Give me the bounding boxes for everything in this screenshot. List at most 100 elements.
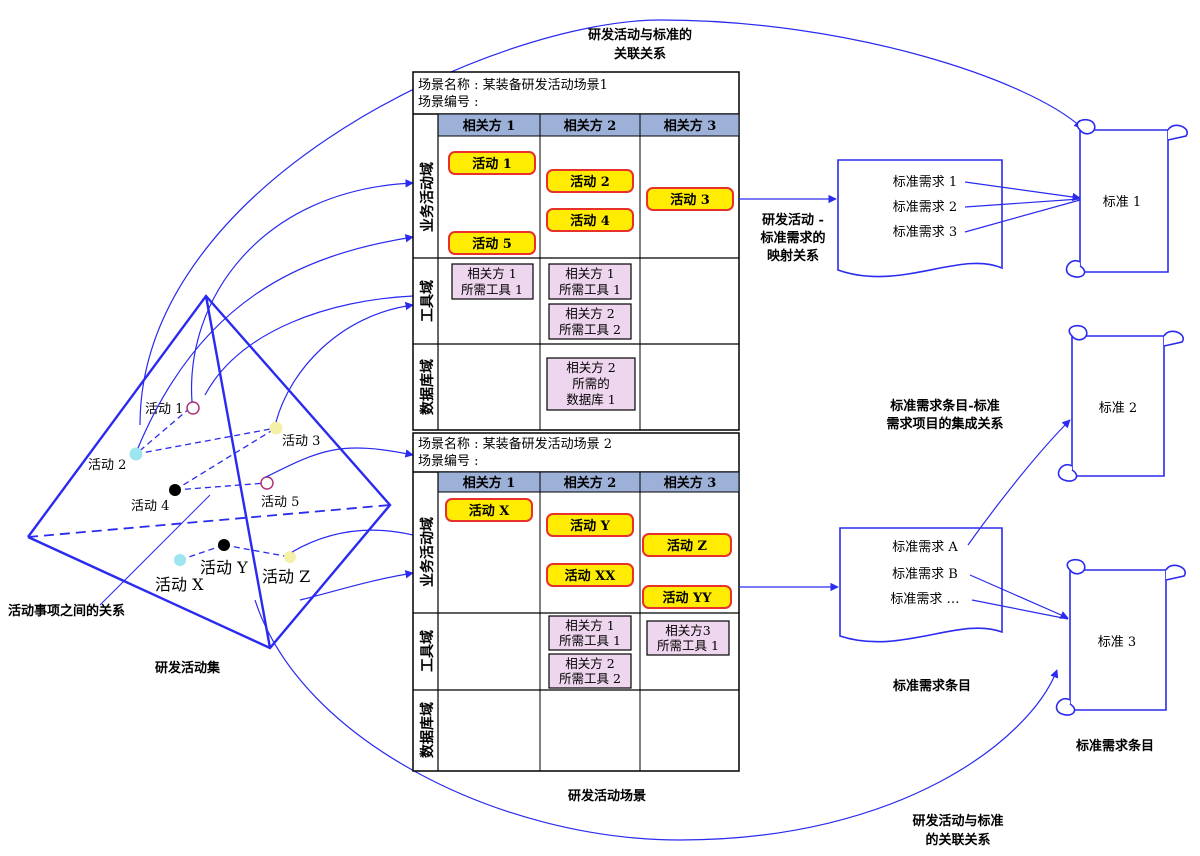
- scene-2-activity-x[interactable]: 活动 X: [445, 498, 533, 522]
- scene-1-activity-4[interactable]: 活动 4: [546, 208, 634, 232]
- scene-2-id: 场景编号 :: [418, 454, 479, 469]
- req-items-caption-1: 标准需求条目: [892, 678, 971, 694]
- scene-2-domain-tool: 工具域: [419, 630, 436, 672]
- scene-1-col-2: 相关方 2: [564, 118, 617, 134]
- scene-1-activity-5[interactable]: 活动 5: [448, 231, 536, 255]
- item-relation-caption: 活动事项之间的关系: [8, 603, 125, 619]
- activity-set-caption: 研发活动集: [155, 660, 221, 676]
- svg-text:所需工具 1: 所需工具 1: [657, 638, 719, 653]
- bottom-relation-arc: [254, 599, 1059, 841]
- req-2-item-b: 标准需求 B: [892, 567, 958, 582]
- node-label-x: 活动 X: [155, 575, 204, 594]
- scene-1-database[interactable]: 相关方 2 所需的 数据库 1: [546, 357, 636, 411]
- svg-text:活动 1: 活动 1: [472, 156, 512, 172]
- standard-3-scroll[interactable]: [1055, 558, 1186, 716]
- svg-text:相关方 1: 相关方 1: [565, 618, 614, 633]
- pyramid-to-scene-arrows: [137, 179, 414, 601]
- scene-2-tool-3[interactable]: 相关方3 所需工具 1: [646, 620, 730, 656]
- mapping-label-1: 研发活动 -: [762, 212, 824, 228]
- scene-1-col-1: 相关方 1: [463, 118, 516, 134]
- node-label-1: 活动 1: [145, 402, 183, 417]
- scene-2-activity-xx[interactable]: 活动 XX: [546, 563, 634, 587]
- node-activity-x[interactable]: [174, 554, 186, 566]
- node-activity-5[interactable]: [260, 476, 274, 490]
- req-1-item-3: 标准需求 3: [893, 225, 957, 240]
- node-label-y: 活动 Y: [200, 558, 248, 577]
- standard-3-label: 标准 3: [1098, 635, 1136, 650]
- svg-text:所需工具 1: 所需工具 1: [559, 633, 621, 648]
- node-activity-3[interactable]: [269, 421, 283, 435]
- scene-1-col-3: 相关方 3: [664, 118, 717, 134]
- scene-1-tool-1[interactable]: 相关方 1 所需工具 1: [451, 263, 534, 300]
- req-1-to-standard-1-arrows: [964, 181, 1081, 233]
- req-items-caption-2: 标准需求条目: [1075, 738, 1154, 754]
- svg-text:相关方 2: 相关方 2: [566, 360, 615, 375]
- scenes-caption: 研发活动场景: [568, 788, 646, 804]
- scene-1-domains: 业务活动域 工具域 数据库域: [419, 162, 436, 415]
- scene-1-tool-3[interactable]: 相关方 2 所需工具 2: [548, 303, 632, 340]
- req-2-to-standards-arrows: [967, 419, 1071, 620]
- svg-text:所需工具 1: 所需工具 1: [559, 282, 621, 297]
- top-relation-label-1: 研发活动与标准的: [588, 27, 692, 43]
- scene-1-tool-2[interactable]: 相关方 1 所需工具 1: [548, 263, 632, 300]
- svg-text:所需工具 1: 所需工具 1: [461, 282, 523, 297]
- node-activity-4[interactable]: [169, 484, 181, 496]
- svg-text:相关方 1: 相关方 1: [467, 266, 516, 281]
- svg-text:数据库 1: 数据库 1: [566, 392, 615, 407]
- svg-text:相关方3: 相关方3: [665, 623, 711, 638]
- scene-1-domain-tool: 工具域: [419, 280, 436, 322]
- scene-2-name: 场景名称 : 某装备研发活动场景 2: [418, 436, 612, 452]
- mapping-label-3: 映射关系: [767, 248, 819, 264]
- scene-2-activity-y[interactable]: 活动 Y: [546, 513, 634, 537]
- svg-text:活动 4: 活动 4: [570, 213, 610, 229]
- requirement-doc-1[interactable]: [837, 159, 1003, 278]
- svg-text:相关方 2: 相关方 2: [565, 656, 614, 671]
- node-label-3: 活动 3: [282, 434, 320, 449]
- mapping-label-2: 标准需求的: [759, 230, 825, 246]
- node-activity-y[interactable]: [218, 539, 230, 551]
- integration-label-1: 标准需求条目-标准: [889, 398, 999, 414]
- svg-text:相关方 1: 相关方 1: [565, 266, 614, 281]
- svg-text:活动 XX: 活动 XX: [565, 568, 617, 584]
- node-activity-1[interactable]: [186, 401, 200, 415]
- standard-2-scroll[interactable]: [1057, 324, 1184, 482]
- scene-2-domain-db: 数据库域: [419, 702, 436, 758]
- scene-2-domains: 业务活动域 工具域 数据库域: [419, 517, 436, 758]
- svg-text:活动 5: 活动 5: [472, 236, 512, 252]
- requirement-doc-2[interactable]: [839, 527, 1003, 643]
- scene-2-activity-z[interactable]: 活动 Z: [642, 533, 732, 557]
- req-2-item-c: 标准需求 …: [890, 592, 959, 607]
- req-1-item-2: 标准需求 2: [893, 200, 957, 215]
- svg-text:所需工具 2: 所需工具 2: [559, 322, 621, 337]
- scene-2-tool-1[interactable]: 相关方 1 所需工具 1: [548, 615, 632, 651]
- node-label-2: 活动 2: [88, 458, 126, 473]
- scene-1-activity-3[interactable]: 活动 3: [646, 187, 734, 211]
- svg-text:活动 3: 活动 3: [670, 192, 710, 208]
- scene-1-activity-2[interactable]: 活动 2: [546, 169, 634, 193]
- req-2-item-a: 标准需求 A: [892, 540, 958, 555]
- scene-2-col-2: 相关方 2: [564, 475, 617, 491]
- node-label-5: 活动 5: [261, 495, 299, 510]
- top-relation-label-2: 关联关系: [614, 46, 666, 62]
- integration-label-2: 需求项目的集成关系: [886, 416, 1003, 432]
- scene-1-domain-db: 数据库域: [419, 359, 436, 415]
- svg-text:活动 Z: 活动 Z: [667, 538, 708, 554]
- standard-1-scroll[interactable]: [1065, 118, 1188, 278]
- node-label-z: 活动 Z: [262, 567, 310, 586]
- node-activity-2[interactable]: [129, 447, 143, 461]
- svg-text:活动 Y: 活动 Y: [570, 518, 611, 534]
- scene-2-tool-2[interactable]: 相关方 2 所需工具 2: [548, 653, 632, 689]
- bottom-relation-label-2: 的关联关系: [925, 832, 990, 848]
- scene-2-activity-yy[interactable]: 活动 YY: [642, 585, 732, 609]
- scene-1-domain-biz: 业务活动域: [419, 162, 436, 232]
- svg-text:相关方 2: 相关方 2: [565, 306, 614, 321]
- scene-1-id: 场景编号 :: [418, 95, 479, 110]
- scene-2-col-1: 相关方 1: [463, 475, 516, 491]
- standard-2-label: 标准 2: [1099, 401, 1137, 416]
- node-activity-z[interactable]: [284, 551, 296, 563]
- standard-1-label: 标准 1: [1103, 195, 1141, 210]
- svg-text:活动 YY: 活动 YY: [662, 590, 712, 606]
- activity-pyramid: [27, 294, 392, 650]
- scene-1-activity-1[interactable]: 活动 1: [448, 151, 536, 175]
